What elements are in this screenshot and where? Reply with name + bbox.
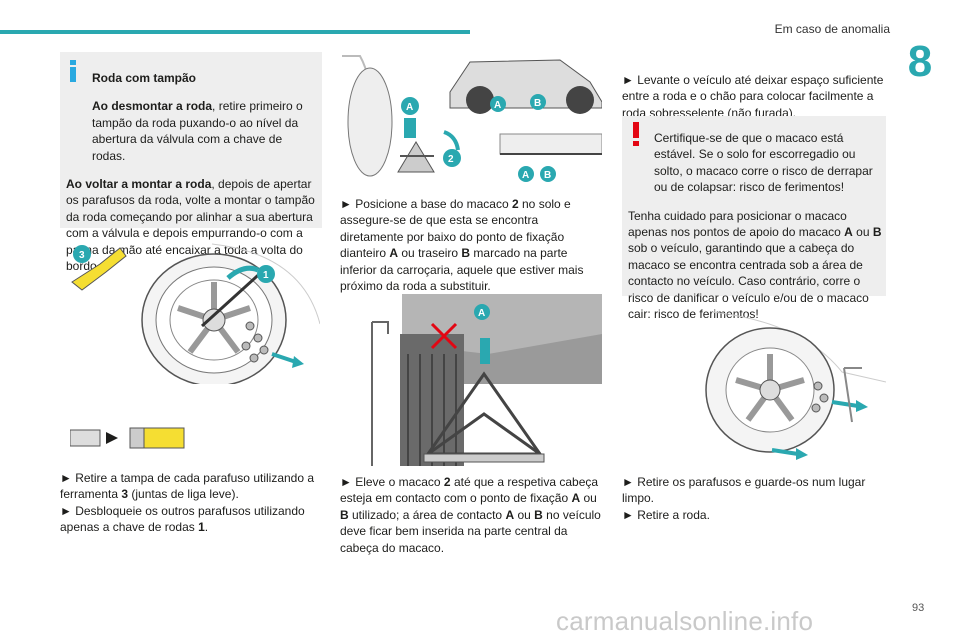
label-a-jack: A	[406, 102, 413, 113]
label-a-under: A	[522, 170, 529, 181]
info-icon	[70, 60, 76, 82]
figure-label-3: 3	[79, 250, 85, 261]
page-number: 93	[912, 602, 925, 614]
label-a-lift: A	[478, 308, 485, 319]
note-title: Roda com tampão	[92, 71, 197, 85]
jack-position-illustration: A B A 2 A B	[342, 55, 602, 182]
col3-step5: ► Levante o veículo até deixar espaço su…	[622, 73, 884, 120]
label-b-under: B	[544, 170, 551, 181]
wheel-removal-illustration	[705, 312, 886, 460]
warning-icon	[633, 122, 639, 146]
header-accent-bar	[0, 30, 470, 34]
note-p2-text: , depois de apertar os parafusos da roda…	[66, 177, 315, 274]
note-p1-text: , retire primeiro o tampão da roda puxan…	[92, 99, 303, 163]
info-note-text: Roda com tampão Ao desmontar a roda, ret…	[66, 58, 318, 286]
section-title: Em caso de anomalia	[774, 22, 890, 36]
col2-step3: ► Posicione a base do macaco 2 no solo e…	[340, 197, 584, 294]
watermark: carmanualsonline.info	[556, 606, 814, 636]
bolt-cap-tool-illustration	[70, 427, 185, 449]
info-note-box	[60, 52, 322, 228]
note-p1-bold: Ao desmontar a roda	[92, 99, 213, 114]
label-jack-2: 2	[448, 154, 454, 165]
note-p2-bold: Ao voltar a montar a roda	[66, 177, 212, 192]
col1-steps: ► Retire a tampa de cada parafuso utiliz…	[60, 471, 315, 535]
col3-steps: ► Retire os parafusos e guarde-os num lu…	[622, 475, 866, 522]
label-b-car: B	[534, 98, 541, 109]
jack-lifting-illustration: A	[371, 294, 602, 466]
wheel-bolt-removal-illustration: 1 3	[71, 243, 320, 384]
warning-box	[622, 116, 886, 296]
chapter-number: 8	[907, 37, 933, 86]
label-a-car: A	[494, 100, 501, 111]
warning-text: Certifique-se de que o macaco está estáv…	[628, 131, 882, 322]
col2-step4: ► Eleve o macaco 2 até que a respetiva c…	[340, 475, 601, 555]
figure-label-1: 1	[263, 270, 269, 281]
